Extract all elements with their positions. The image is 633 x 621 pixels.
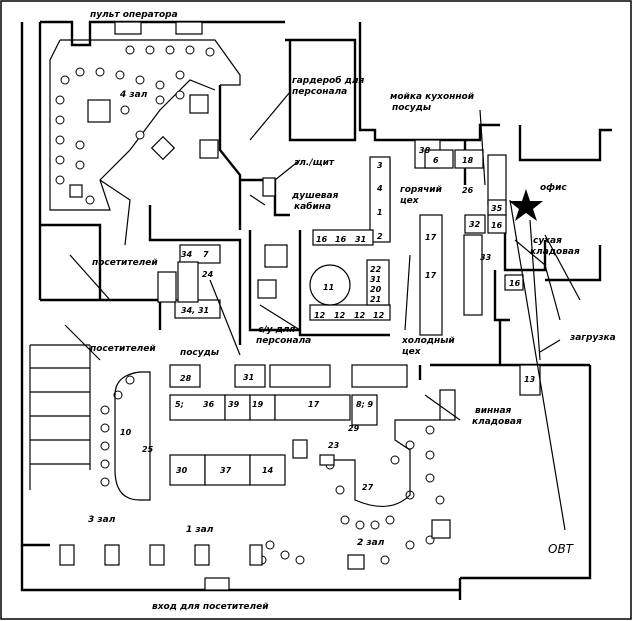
label-staff-wc-2: персонала [256, 336, 311, 346]
room-number: 14 [262, 466, 274, 475]
room-number: 36 [203, 400, 215, 409]
label-hot-shop-1: горячий [400, 185, 443, 195]
label-dry-store-2: кладовая [530, 247, 580, 257]
room-number: 11 [323, 283, 334, 292]
label-hall3: 3 зал [88, 515, 116, 525]
label-visitors-wc-bottom: посетителей [90, 344, 156, 354]
room-number: 24 [202, 270, 214, 279]
label-dishes: посуды [180, 348, 219, 358]
label-hall1: 1 зал [186, 525, 214, 535]
room-number: 1 [377, 208, 383, 217]
label-cold-shop-1: холодный [401, 336, 455, 346]
label-kitchen-wash-2: посуды [392, 103, 431, 113]
room-number: 16 [509, 279, 521, 288]
label-cold-shop-2: цех [402, 347, 422, 357]
room-number: 5; [175, 400, 184, 409]
room-number: 6 [433, 156, 439, 165]
hall4-seats [55, 21, 219, 205]
room-number: 17 [425, 271, 437, 280]
room-number: 32 [469, 220, 481, 229]
label-shower-2: кабина [294, 201, 331, 212]
room-number: 25 [142, 445, 154, 454]
label-operator-desk: пульт оператора [90, 10, 178, 20]
leader-lines [64, 91, 581, 531]
label-wine-store-1: винная [475, 406, 512, 416]
label-staff-wardrobe-2: персонала [292, 87, 347, 97]
room-number: 13 [524, 375, 536, 384]
room-number: 35 [491, 204, 503, 213]
room-number: 27 [362, 483, 374, 492]
room-number: 12 [314, 311, 326, 320]
room-numbers: 38 6 18 26 35 32 16 3 4 1 2 16 16 31 34 … [120, 146, 536, 492]
room-number: 10 [120, 428, 132, 437]
room-number: 17 [425, 233, 437, 242]
room-number: 31 [370, 275, 381, 284]
room-number: 39 [228, 400, 240, 409]
label-staff-wardrobe-1: гардероб для [292, 75, 364, 86]
room-number: 29 [348, 424, 360, 433]
label-kitchen-wash-1: мойка кухонной [390, 92, 475, 102]
room-number: 17 [308, 400, 320, 409]
bars [114, 371, 440, 507]
room-number: 37 [220, 466, 232, 475]
room-number: 33 [480, 253, 492, 262]
room-number: 8; 9 [356, 400, 374, 409]
room-number: 16 [335, 235, 347, 244]
label-shower-1: душевая [291, 191, 339, 201]
label-office: офис [540, 183, 567, 193]
room-number: 3 [377, 161, 383, 170]
room-number: 31 [355, 235, 366, 244]
room-number: 34 [181, 250, 193, 259]
label-hot-shop-2: цех [400, 196, 420, 206]
room-number: 4 [376, 184, 383, 193]
room-number: 21 [370, 295, 381, 304]
room-number: 30 [176, 466, 188, 475]
room-number: 18 [462, 156, 474, 165]
label-dry-store-1: сухая [533, 236, 562, 246]
star-marker [509, 189, 543, 221]
label-visitors-wc-top: посетителей [92, 258, 158, 268]
label-wine-store-2: кладовая [472, 417, 522, 427]
hall3-booths [29, 344, 91, 490]
room-number: 20 [370, 285, 382, 294]
label-staff-wc-1: с/у для [258, 325, 295, 335]
room-number: 26 [462, 186, 474, 195]
room-number: 16 [316, 235, 328, 244]
label-entrance: вход для посетителей [152, 602, 269, 612]
room-number: 34, 31 [181, 306, 209, 315]
room-number: 12 [354, 311, 366, 320]
room-number: 7 [203, 250, 209, 259]
room-number: 23 [328, 441, 340, 450]
room-number: 22 [370, 265, 382, 274]
label-loading: загрузка [569, 333, 616, 343]
room-number: 31 [243, 373, 254, 382]
room-number: 38 [419, 146, 431, 155]
room-number: 12 [334, 311, 346, 320]
label-marker: ОВТ [548, 542, 575, 556]
room-number: 12 [373, 311, 385, 320]
room-number: 28 [180, 374, 192, 383]
label-el-panel: эл./щит [294, 158, 335, 168]
halls-seats [59, 375, 451, 591]
room-number: 19 [252, 400, 264, 409]
room-number: 16 [491, 221, 503, 230]
room-number: 2 [377, 232, 383, 241]
label-hall2: 2 зал [357, 538, 385, 548]
label-hall4: 4 зал [119, 90, 148, 100]
kitchen-equipment [157, 139, 541, 486]
